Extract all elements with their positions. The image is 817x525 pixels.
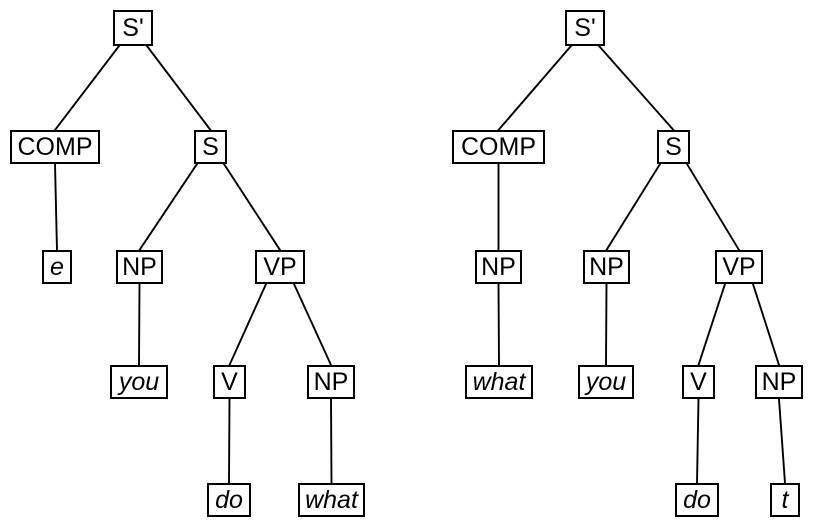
tree-edge [228, 282, 268, 367]
tree-node-e-l-e: e [42, 250, 72, 284]
tree-edge [138, 162, 199, 252]
tree-node-do-r-do: do [675, 483, 719, 517]
tree-node-vp-r-vp: VP [715, 250, 763, 284]
tree-edge [228, 398, 231, 484]
tree-edge [697, 282, 727, 367]
tree-edge [138, 283, 141, 366]
tree-node-do-l-do: do [207, 483, 251, 517]
tree-node-label: what [472, 367, 526, 396]
tree-edge [597, 44, 675, 132]
tree-edge [685, 162, 741, 252]
tree-node-label: NP [481, 252, 516, 281]
tree-node-s-l-sbar: S' [113, 10, 153, 46]
tree-edge [777, 397, 787, 485]
tree-node-label: COMP [461, 132, 536, 161]
tree-edge [497, 44, 573, 132]
tree-edge [751, 282, 781, 367]
tree-node-label: V [690, 367, 707, 396]
tree-node-label: t [781, 485, 789, 514]
tree-node-label: do [215, 485, 243, 514]
tree-node-you-r-you: you [578, 365, 634, 399]
tree-node-t-r-t: t [770, 483, 800, 517]
tree-node-label: S [202, 132, 219, 161]
tree-node-s-r-sbar: S' [565, 10, 605, 46]
tree-node-comp-l-comp: COMP [10, 130, 100, 164]
tree-node-label: S [665, 132, 682, 161]
tree-node-label: NP [761, 367, 797, 396]
tree-node-comp-r-comp: COMP [452, 130, 545, 164]
tree-node-what-l-what: what [298, 483, 365, 517]
tree-node-label: NP [313, 367, 349, 396]
tree-node-vp-l-vp: VP [255, 250, 305, 284]
tree-edge [54, 163, 58, 251]
tree-node-np-r-np0: NP [475, 250, 522, 284]
tree-edge [605, 162, 662, 252]
tree-edge [497, 283, 500, 366]
tree-node-np-r-np2: NP [755, 365, 803, 399]
tree-node-label: you [585, 367, 627, 396]
tree-node-np-r-np1: NP [583, 250, 630, 284]
tree-edge [605, 283, 608, 366]
tree-node-np-l-np1: NP [116, 250, 163, 284]
tree-edge [696, 398, 700, 484]
tree-node-you-l-you: you [110, 365, 168, 399]
tree-node-label: VP [263, 252, 297, 281]
tree-edge [222, 162, 282, 252]
tree-edge [292, 282, 333, 367]
tree-node-label: e [50, 252, 64, 281]
tree-node-label: what [305, 485, 358, 514]
tree-node-label: you [118, 367, 160, 396]
tree-node-v-r-v: V [682, 365, 715, 399]
tree-node-label: V [221, 367, 238, 396]
tree-edge [53, 44, 121, 132]
tree-node-label: NP [122, 252, 157, 281]
tree-edge [330, 398, 333, 484]
tree-node-label: do [683, 485, 711, 514]
tree-node-what-r-what: what [465, 365, 533, 399]
tree-node-label: NP [589, 252, 624, 281]
tree-edge [145, 44, 212, 132]
tree-node-label: S' [574, 13, 596, 42]
tree-node-np-l-np2: NP [307, 365, 355, 399]
tree-node-s-r-s: S [657, 130, 690, 164]
tree-node-label: S' [122, 13, 144, 42]
tree-node-label: COMP [17, 132, 93, 161]
tree-node-v-l-v: V [213, 365, 246, 399]
tree-node-s-l-s: S [194, 130, 227, 164]
tree-node-label: VP [722, 252, 756, 281]
